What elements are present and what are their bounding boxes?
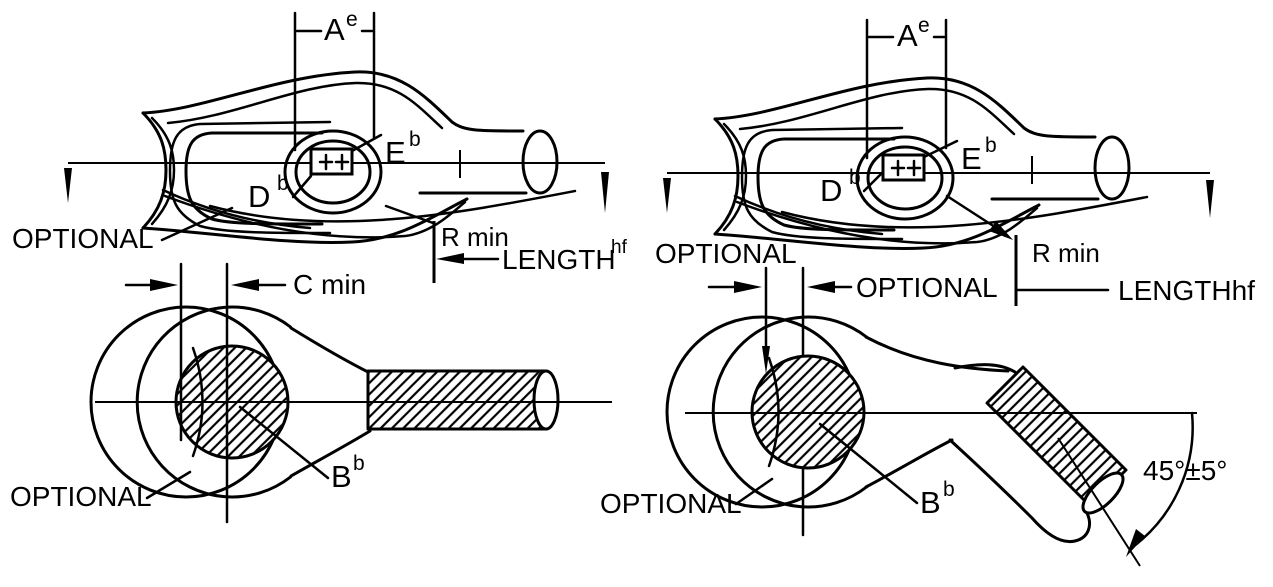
optional-leader	[160, 206, 234, 242]
bend-sleeve-outline	[948, 438, 1091, 544]
dim-d-label: D	[248, 179, 270, 214]
leader-arrowhead-icon	[989, 221, 1013, 240]
dim-b-label: B	[920, 485, 941, 520]
optional-label: OPTIONAL	[600, 488, 742, 519]
left-bottom-view: C min B b OPTIONAL	[10, 262, 612, 524]
dim-a-superscript: e	[918, 14, 930, 37]
ball-outer-ring	[283, 129, 383, 215]
dim-b-leader	[818, 422, 919, 505]
optional-label: OPTIONAL	[655, 238, 797, 269]
dim-d-leader	[291, 174, 313, 199]
swage-lap-top	[166, 81, 444, 130]
length-label: LENGTHhf	[1118, 275, 1255, 306]
left-arrow-icon	[231, 279, 259, 291]
length-label: LENGTH	[502, 244, 616, 275]
dim-d-superscript: b	[849, 166, 861, 189]
slot-contour	[184, 131, 324, 226]
arc-arrowhead-icon	[1126, 529, 1145, 557]
length-superscript: hf	[611, 237, 628, 258]
dim-d-leader	[862, 170, 885, 193]
r-min-label: R min	[1032, 238, 1100, 268]
dim-b-leader	[238, 405, 330, 480]
left-arrow-icon	[436, 253, 464, 264]
c-min-label: C min	[293, 269, 366, 300]
dim-e-superscript: b	[409, 128, 421, 151]
left-top-view: A e D b E b OPTIONAL R min LENGTH hf	[12, 8, 628, 283]
cable-end-cap	[521, 129, 559, 195]
shank-taper-bottom	[289, 429, 372, 478]
body-top-contour	[141, 70, 525, 133]
down-arrow-icon	[1206, 180, 1214, 218]
swage-lap-bottom	[163, 194, 467, 239]
left-arrow-icon	[807, 281, 835, 293]
angle-label: 45°±5°	[1143, 455, 1227, 486]
swage-flap-short	[161, 188, 312, 230]
optional-leader	[734, 477, 774, 506]
body-left-flare	[141, 111, 168, 230]
r-min-leader	[945, 194, 1000, 231]
dim-b-label: B	[331, 459, 352, 494]
dim-a-superscript: e	[346, 8, 358, 31]
dim-e-label: E	[385, 135, 406, 170]
dim-e-label: E	[961, 141, 982, 176]
body-left-flare-inner	[150, 116, 176, 226]
ball-inner-ring	[294, 139, 372, 205]
center-punch-mark	[334, 153, 350, 171]
dim-d-superscript: b	[277, 172, 289, 195]
right-top-view: A e D b E b OPTIONAL OPTIONAL R min LENG…	[655, 14, 1255, 537]
dim-e-leader	[922, 139, 959, 159]
swaged-terminal-top-body	[141, 70, 577, 244]
shank-end-cap	[532, 369, 560, 431]
bend-sleeve-top	[953, 363, 1017, 374]
down-arrow-icon	[762, 346, 770, 374]
down-arrow-icon	[64, 168, 72, 203]
swaged-terminal-top-body	[713, 76, 1149, 250]
optional-label: OPTIONAL	[12, 223, 154, 254]
shank-taper-top	[289, 326, 372, 375]
dim-b-superscript: b	[353, 452, 365, 475]
shank-section-hatched	[366, 369, 548, 431]
optional-offset-label: OPTIONAL	[856, 272, 998, 303]
dim-e-superscript: b	[985, 134, 997, 157]
bent-shank-axis-line	[1057, 437, 1141, 567]
optional-leader	[145, 470, 192, 500]
dim-b-superscript: b	[943, 478, 955, 501]
right-arrow-icon	[150, 279, 178, 291]
r-min-leader	[384, 204, 435, 225]
right-bottom-view: 45°±5° B b OPTIONAL	[600, 315, 1227, 567]
r-min-label: R min	[441, 222, 509, 252]
optional-label: OPTIONAL	[10, 481, 152, 512]
right-arrow-icon	[734, 281, 762, 293]
down-arrow-icon	[601, 172, 609, 213]
ball-flat	[309, 147, 354, 176]
center-punch-mark	[318, 153, 334, 171]
dim-e-leader	[350, 133, 383, 153]
angle-dimension-arc	[1128, 411, 1194, 551]
dim-d-label: D	[820, 173, 842, 208]
swage-flap-long	[208, 189, 577, 223]
shank-taper-top	[864, 335, 1010, 373]
slot-outer-contour	[168, 120, 332, 235]
bent-shank-end-cap	[1081, 471, 1125, 515]
shank-taper-bottom	[864, 438, 954, 489]
dim-a-label: A	[324, 12, 345, 47]
body-bottom-contour	[141, 197, 469, 244]
down-arrow-icon	[663, 178, 671, 213]
dim-a-label: A	[897, 18, 918, 53]
